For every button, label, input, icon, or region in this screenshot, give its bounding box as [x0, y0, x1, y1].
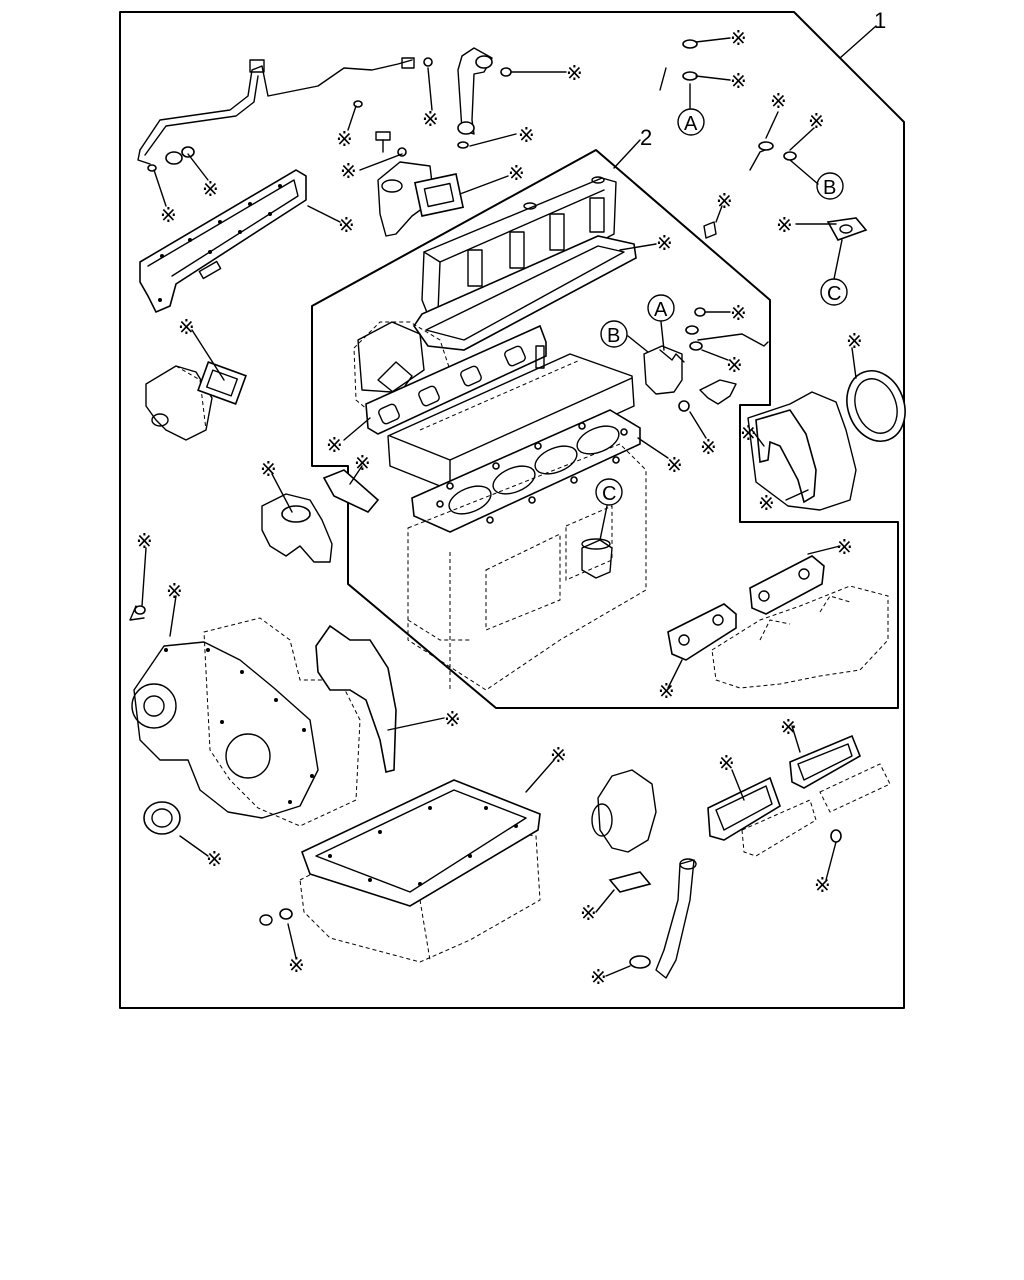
- timing-cover-gasket: [315, 624, 397, 773]
- bolt: [353, 100, 407, 157]
- svg-text:※: ※: [758, 491, 775, 515]
- svg-text:※: ※: [326, 433, 343, 457]
- svg-text:A: A: [654, 299, 668, 321]
- oil-pan: [259, 817, 541, 963]
- turbocharger: [591, 769, 657, 893]
- cylinder-head: [387, 353, 635, 491]
- subkit-outline-frame: [311, 149, 899, 709]
- subkit-number-leader: [613, 139, 641, 169]
- water-inlet-connector: [261, 469, 380, 563]
- front-crankshaft-oil-seal: [143, 801, 181, 835]
- svg-text:※: ※: [288, 953, 305, 977]
- svg-text:※: ※: [136, 529, 153, 553]
- svg-text:※: ※: [178, 315, 195, 339]
- timing-gear-case: [129, 605, 361, 827]
- svg-text:C: C: [602, 483, 616, 505]
- svg-text:※: ※: [656, 231, 673, 255]
- kit-number-leader: [839, 25, 877, 59]
- svg-text:※: ※: [730, 26, 747, 50]
- svg-text:※: ※: [700, 435, 717, 459]
- oil-pressure-switch-housing: [643, 307, 769, 412]
- svg-text:※: ※: [718, 751, 735, 775]
- oil-cooler-gasket: [139, 169, 307, 314]
- svg-text:※: ※: [550, 743, 567, 767]
- svg-text:※: ※: [808, 109, 825, 133]
- svg-text:B: B: [823, 177, 836, 199]
- svg-text:※: ※: [730, 69, 747, 93]
- exhaust-manifold: [711, 585, 889, 689]
- rear-oil-seal-retainer: [747, 370, 906, 511]
- kit-outline-frame: [119, 11, 905, 1009]
- ref-circle-a-top: A: [659, 39, 705, 136]
- svg-text:※: ※: [340, 159, 357, 183]
- subkit-number-label: 2: [640, 125, 652, 150]
- svg-text:A: A: [684, 113, 698, 135]
- svg-text:※: ※: [730, 301, 747, 325]
- svg-text:※: ※: [166, 579, 183, 603]
- svg-text:※: ※: [566, 61, 583, 85]
- injection-pump: [145, 361, 247, 441]
- intake-manifold-gasket: [365, 324, 547, 435]
- svg-text:※: ※: [206, 847, 223, 871]
- svg-text:※: ※: [590, 965, 607, 989]
- thermostat-housing: [377, 161, 465, 237]
- ref-circle-b-top: B: [749, 141, 844, 200]
- breather-nipple: [703, 221, 717, 239]
- oil-feed-pipe: [457, 47, 512, 149]
- svg-text:※: ※: [846, 329, 863, 353]
- engine-block: [407, 443, 647, 692]
- svg-text:※: ※: [260, 457, 277, 481]
- svg-text:C: C: [827, 283, 841, 305]
- svg-text:※: ※: [338, 213, 355, 237]
- side-cover-plate: [741, 763, 891, 857]
- svg-text:※: ※: [666, 453, 683, 477]
- svg-text:※: ※: [336, 127, 353, 151]
- svg-text:※: ※: [354, 451, 371, 475]
- svg-text:※: ※: [740, 421, 757, 445]
- cylinder-head-gasket: [411, 409, 641, 533]
- svg-text:※: ※: [580, 901, 597, 925]
- svg-text:※: ※: [814, 873, 831, 897]
- svg-text:※: ※: [780, 715, 797, 739]
- kit-number-label: 1: [874, 8, 886, 33]
- ref-circle-a-subkit: A: [647, 294, 675, 351]
- svg-text:※: ※: [658, 679, 675, 703]
- ref-circle-b-subkit: B: [600, 320, 649, 353]
- svg-text:※: ※: [422, 107, 439, 131]
- ref-circle-c-top: C: [820, 217, 868, 306]
- svg-text:※: ※: [770, 89, 787, 113]
- svg-text:※: ※: [508, 161, 525, 185]
- valve-cover-gasket: [413, 235, 637, 351]
- svg-text:B: B: [607, 325, 620, 347]
- side-cover-gasket-left: [707, 776, 781, 841]
- water-outlet-elbow: [581, 538, 613, 579]
- svg-text:※: ※: [776, 213, 793, 237]
- svg-text:※: ※: [160, 203, 177, 227]
- svg-text:※: ※: [444, 707, 461, 731]
- ref-circle-c-subkit: C: [595, 478, 623, 541]
- svg-text:※: ※: [716, 189, 733, 213]
- svg-text:※: ※: [836, 535, 853, 559]
- turbo-oil-drain-pipe: [629, 858, 697, 979]
- exhaust-manifold-gasket-front: [667, 603, 737, 661]
- oil-pan-gasket: [300, 779, 541, 907]
- asterisk-markers: ※ ※ ※ ※ ※ ※ ※ ※ ※ ※ ※ ※ ※ ※ ※ ※ ※ ※ ※ ※ …: [136, 26, 863, 989]
- side-cover-gasket-right: [789, 734, 862, 789]
- svg-text:※: ※: [202, 177, 219, 201]
- fuel-return-pipe: [137, 57, 433, 172]
- exhaust-manifold-gasket-rear: [749, 555, 825, 615]
- svg-text:※: ※: [518, 123, 535, 147]
- svg-text:※: ※: [726, 353, 743, 377]
